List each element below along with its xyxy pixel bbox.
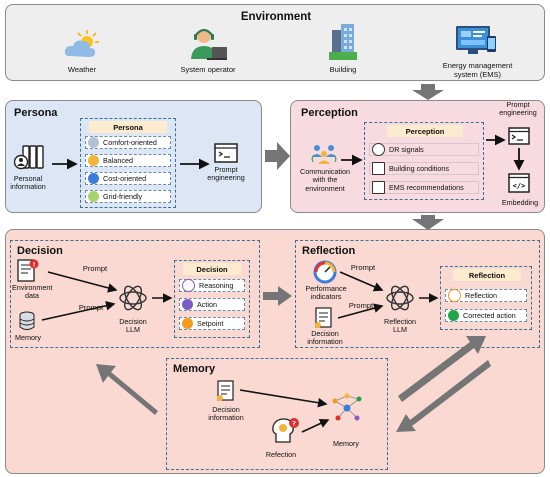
persona-input-label: Personal information <box>10 174 46 192</box>
reflection-title: Reflection <box>302 245 356 257</box>
reflection-input-decision: Decision information <box>307 329 343 347</box>
decision-prompt-label-2: Prompt <box>78 303 104 312</box>
decision-llm-label: Decision LLM <box>119 317 147 335</box>
decision-option-setpoint: Setpoint <box>179 317 245 330</box>
action-icon <box>182 299 193 310</box>
env-data-prompt-arrow <box>47 271 118 293</box>
decision-to-reflection-arrow <box>263 286 292 306</box>
communication-icon <box>311 145 337 164</box>
weather-icon <box>64 30 99 57</box>
ems-icon <box>456 26 496 54</box>
decision-box-title: Decision <box>183 263 241 275</box>
perception-option-dr: DR signals <box>369 143 479 156</box>
memory-box: Memory <box>166 358 388 470</box>
lightbulb-icon <box>182 279 195 292</box>
memory-prompt-arrow <box>41 301 116 321</box>
perception-to-loop-arrow <box>412 215 444 230</box>
user-icon <box>88 191 99 202</box>
llm-icon <box>119 285 147 311</box>
check-icon <box>448 310 459 321</box>
memory-output-label: Memory <box>333 439 359 448</box>
decision-input-environment: Environment data <box>12 283 53 301</box>
personal-information-icon <box>14 145 44 170</box>
perception-embedding-label: Embedding <box>501 198 539 207</box>
persona-box-title: Persona <box>89 121 167 133</box>
svg-text:!: ! <box>33 262 36 269</box>
decision-options-box: Decision Reasoning Action Setpoint <box>174 260 250 338</box>
environment-title: Environment <box>240 11 312 23</box>
memory-network-icon <box>332 393 362 421</box>
environment-label-ems: Energy management system (EMS) <box>442 61 513 79</box>
perception-option-ems: EMS recommendations <box>369 181 479 194</box>
dollar-icon <box>372 143 385 156</box>
building-icon <box>329 24 357 60</box>
decision-option-action: Action <box>179 298 245 311</box>
user-icon <box>88 173 99 184</box>
environment-label-system-operator: System operator <box>180 65 236 74</box>
perception-options-box: Perception DR signals Building condition… <box>364 122 484 200</box>
reflection-options-box: Reflection Reflection Corrected action <box>440 266 532 330</box>
reflection-prompt-label-2: Prompt <box>348 301 374 310</box>
persona-option-comfort: Comfort-oriented <box>85 136 171 149</box>
persona-option-balanced: Balanced <box>85 154 171 167</box>
memory-to-decision-arrow <box>96 364 158 415</box>
code-icon: </> <box>508 173 530 193</box>
perception-option-building: Building conditions <box>369 162 479 175</box>
database-icon <box>19 311 35 330</box>
performance-prompt-arrow <box>339 271 384 292</box>
perception-prompt-label: Prompt engineering <box>499 100 537 118</box>
persona-to-perception-arrow <box>265 142 290 170</box>
question-icon <box>448 289 461 302</box>
memory-to-reflection-arrow <box>398 336 486 402</box>
environment-label-building: Building <box>329 65 357 74</box>
decision-info-to-memory-arrow <box>239 389 328 408</box>
persona-option-cost: Cost-oriented <box>85 172 171 185</box>
document-icon: ! <box>17 259 39 282</box>
svg-text:?: ? <box>292 420 296 428</box>
environment-label-weather: Weather <box>67 65 97 74</box>
decision-box: Decision <box>10 240 260 348</box>
memory-title: Memory <box>173 363 216 375</box>
decision-title: Decision <box>17 245 63 257</box>
decision-input-memory: Memory <box>15 333 41 342</box>
terminal-icon <box>508 127 530 145</box>
setpoint-icon <box>182 318 193 329</box>
reflection-prompt-label-1: Prompt <box>350 263 376 272</box>
reflection-option-reflection: Reflection <box>445 289 527 302</box>
persona-title: Persona <box>14 107 58 119</box>
memory-input-decision: Decision information <box>208 405 244 423</box>
memory-input-reflection: Refection <box>265 450 297 459</box>
decision-prompt-label-1: Prompt <box>82 264 108 273</box>
decision-option-reasoning: Reasoning <box>179 279 245 292</box>
reflection-to-memory-arrow <box>396 360 491 432</box>
reflection-box-title: Reflection <box>453 269 521 281</box>
perception-box-title: Perception <box>387 125 463 137</box>
env-to-perception-arrow <box>412 84 444 100</box>
reflection-box: Reflection <box>295 240 540 348</box>
decision-document-icon <box>315 307 332 328</box>
persona-output-label: Prompt engineering <box>207 165 245 183</box>
user-icon <box>88 137 99 148</box>
reflection-input-performance: Performance indicators <box>305 284 347 302</box>
perception-input-label: Communication with the environment <box>300 167 350 193</box>
system-operator-icon <box>191 28 227 60</box>
persona-options-box: Persona Comfort-oriented Balanced Cost-o… <box>80 118 176 208</box>
perception-title: Perception <box>301 107 358 119</box>
decision-info-prompt-arrow <box>337 303 384 319</box>
llm-icon <box>386 285 414 311</box>
reflection-head-icon: ? <box>272 418 299 443</box>
decision-document-icon <box>217 380 234 401</box>
performance-gauge-icon <box>313 260 337 284</box>
user-icon <box>88 155 99 166</box>
terminal-icon <box>214 143 238 163</box>
reflection-llm-label: Reflection LLM <box>384 317 416 335</box>
monitor-icon <box>372 181 385 194</box>
persona-option-grid: Grid-friendly <box>85 190 171 203</box>
laptop-icon <box>372 162 385 175</box>
reflection-to-memory-arrow-thin <box>301 418 330 433</box>
svg-text:</>: </> <box>513 182 526 190</box>
reflection-option-corrected: Corrected action <box>445 309 527 322</box>
